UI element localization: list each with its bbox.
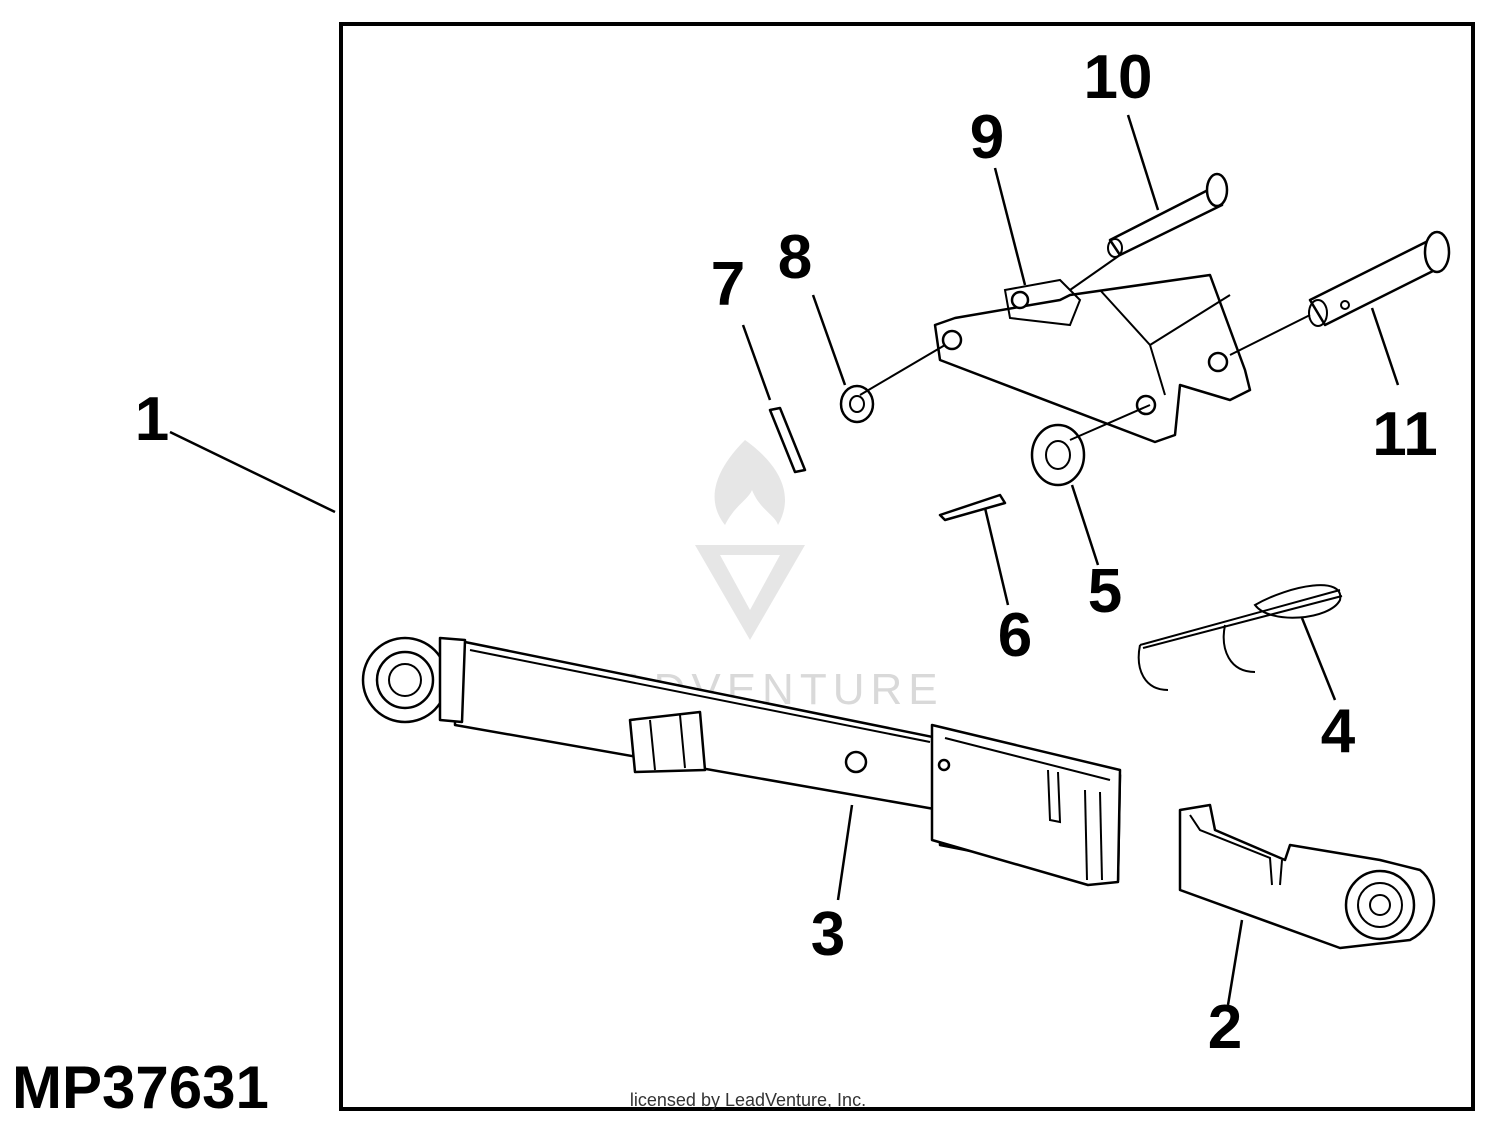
leader-6 xyxy=(983,507,1010,606)
callout-9: 9 xyxy=(970,103,1004,172)
leader-2 xyxy=(1226,919,1244,1006)
part-2-link-end xyxy=(1178,803,1436,950)
leader-5 xyxy=(1070,484,1100,566)
part-3-lower-link xyxy=(361,636,1122,887)
part-6-cotter-pin xyxy=(938,493,1007,522)
leader-9 xyxy=(993,167,1027,286)
part-9-bracket xyxy=(933,273,1252,444)
part-4-spring-clip xyxy=(1137,584,1343,691)
watermark-v-icon xyxy=(695,545,805,640)
part-5-washer xyxy=(1030,423,1086,487)
leader-4 xyxy=(1300,617,1337,701)
callouts: 1 2 3 4 5 6 7 8 9 10 11 xyxy=(135,43,1438,1062)
callout-8: 8 xyxy=(778,223,812,292)
callout-1: 1 xyxy=(135,385,169,454)
leader-8 xyxy=(811,294,847,386)
assembly-frame xyxy=(339,22,1475,1111)
leader-lines xyxy=(169,114,1400,1006)
callout-2: 2 xyxy=(1208,993,1242,1062)
callout-10: 10 xyxy=(1084,43,1153,112)
callout-11: 11 xyxy=(1372,400,1438,469)
leader-3 xyxy=(836,804,854,901)
leader-10 xyxy=(1126,114,1160,211)
copyright-text: licensed by LeadVenture, Inc. xyxy=(630,1090,866,1110)
figure-id: MP37631 xyxy=(12,1054,269,1121)
part-10-pin xyxy=(1107,172,1229,258)
callout-4: 4 xyxy=(1321,697,1356,766)
callout-6: 6 xyxy=(998,601,1032,670)
part-8-washer xyxy=(839,384,875,424)
callout-3: 3 xyxy=(811,900,845,969)
part-11-pin xyxy=(1308,230,1451,327)
leader-1 xyxy=(169,430,336,514)
part-7-roll-pin xyxy=(768,406,807,474)
leader-11 xyxy=(1370,307,1400,386)
callout-5: 5 xyxy=(1088,557,1122,626)
callout-7: 7 xyxy=(711,250,745,319)
assembly-guides xyxy=(859,254,1311,441)
watermark-flame-icon xyxy=(714,440,786,525)
leader-7 xyxy=(741,324,772,401)
